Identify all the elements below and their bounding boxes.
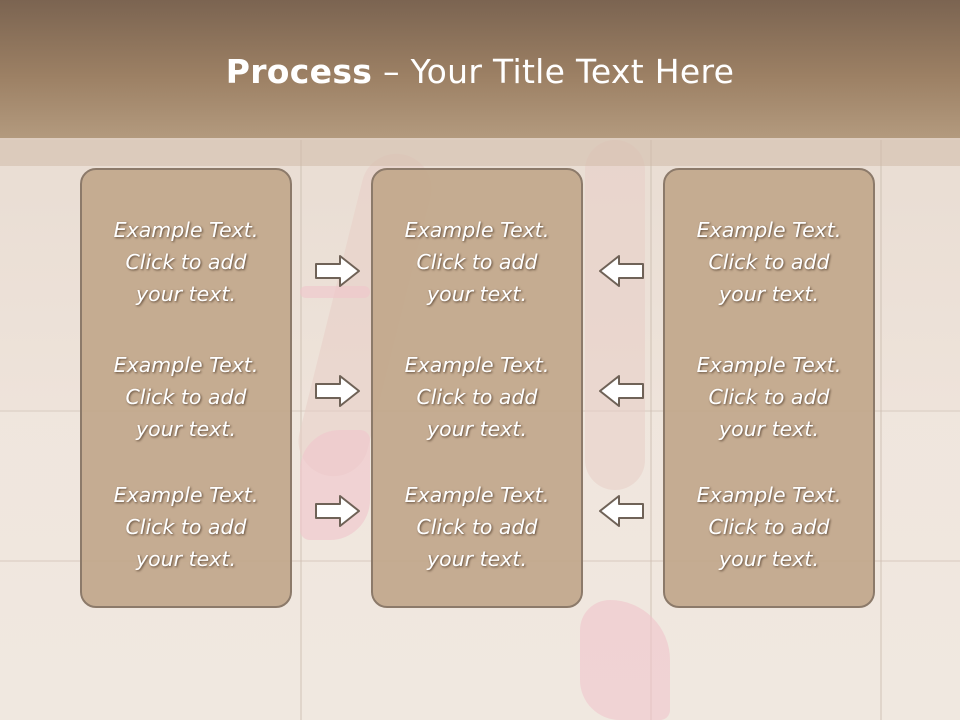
title-bar [0,0,960,138]
text-line: your text. [427,282,527,306]
text-line: Example Text. [113,483,259,507]
text-line: your text. [427,547,527,571]
slide-title[interactable]: Process – Your Title Text Here [0,52,960,91]
text-line: your text. [719,547,819,571]
arrow-left-icon [599,255,644,287]
panel-text[interactable]: Example Text. Click to add your text. [82,479,290,575]
panel-text[interactable]: Example Text. Click to add your text. [373,214,581,310]
panel-right[interactable]: Example Text. Click to add your text. Ex… [663,168,875,608]
background-ribbon [580,600,670,720]
text-line: Click to add [416,250,538,274]
text-line: Click to add [708,250,830,274]
text-line: Example Text. [404,218,550,242]
text-line: Click to add [416,515,538,539]
title-bold: Process [225,52,373,91]
arrow-right-icon [315,375,360,407]
arrow-left-icon [599,495,644,527]
background-ribbon [300,430,370,540]
text-line: Example Text. [696,353,842,377]
text-line: your text. [136,547,236,571]
panel-text[interactable]: Example Text. Click to add your text. [373,349,581,445]
text-line: your text. [136,282,236,306]
panel-left[interactable]: Example Text. Click to add your text. Ex… [80,168,292,608]
text-line: Example Text. [696,218,842,242]
text-line: Example Text. [404,353,550,377]
text-line: your text. [136,417,236,441]
panel-text[interactable]: Example Text. Click to add your text. [665,349,873,445]
text-line: Click to add [416,385,538,409]
panel-text[interactable]: Example Text. Click to add your text. [82,214,290,310]
text-line: Click to add [708,385,830,409]
text-line: your text. [427,417,527,441]
panel-text[interactable]: Example Text. Click to add your text. [665,479,873,575]
text-line: Example Text. [696,483,842,507]
panel-text[interactable]: Example Text. Click to add your text. [373,479,581,575]
panel-middle[interactable]: Example Text. Click to add your text. Ex… [371,168,583,608]
text-line: Example Text. [113,218,259,242]
background-ribbon [300,286,370,298]
text-line: Example Text. [113,353,259,377]
panel-text[interactable]: Example Text. Click to add your text. [665,214,873,310]
arrow-right-icon [315,255,360,287]
text-line: your text. [719,417,819,441]
arrow-right-icon [315,495,360,527]
title-rest: – Your Title Text Here [372,52,735,91]
text-line: Click to add [708,515,830,539]
text-line: Click to add [125,250,247,274]
tile-line [650,140,652,720]
title-bar-band [0,138,960,166]
background-leg [585,140,645,490]
arrow-left-icon [599,375,644,407]
text-line: Example Text. [404,483,550,507]
panel-text[interactable]: Example Text. Click to add your text. [82,349,290,445]
tile-line [880,140,882,720]
text-line: Click to add [125,515,247,539]
text-line: Click to add [125,385,247,409]
text-line: your text. [719,282,819,306]
